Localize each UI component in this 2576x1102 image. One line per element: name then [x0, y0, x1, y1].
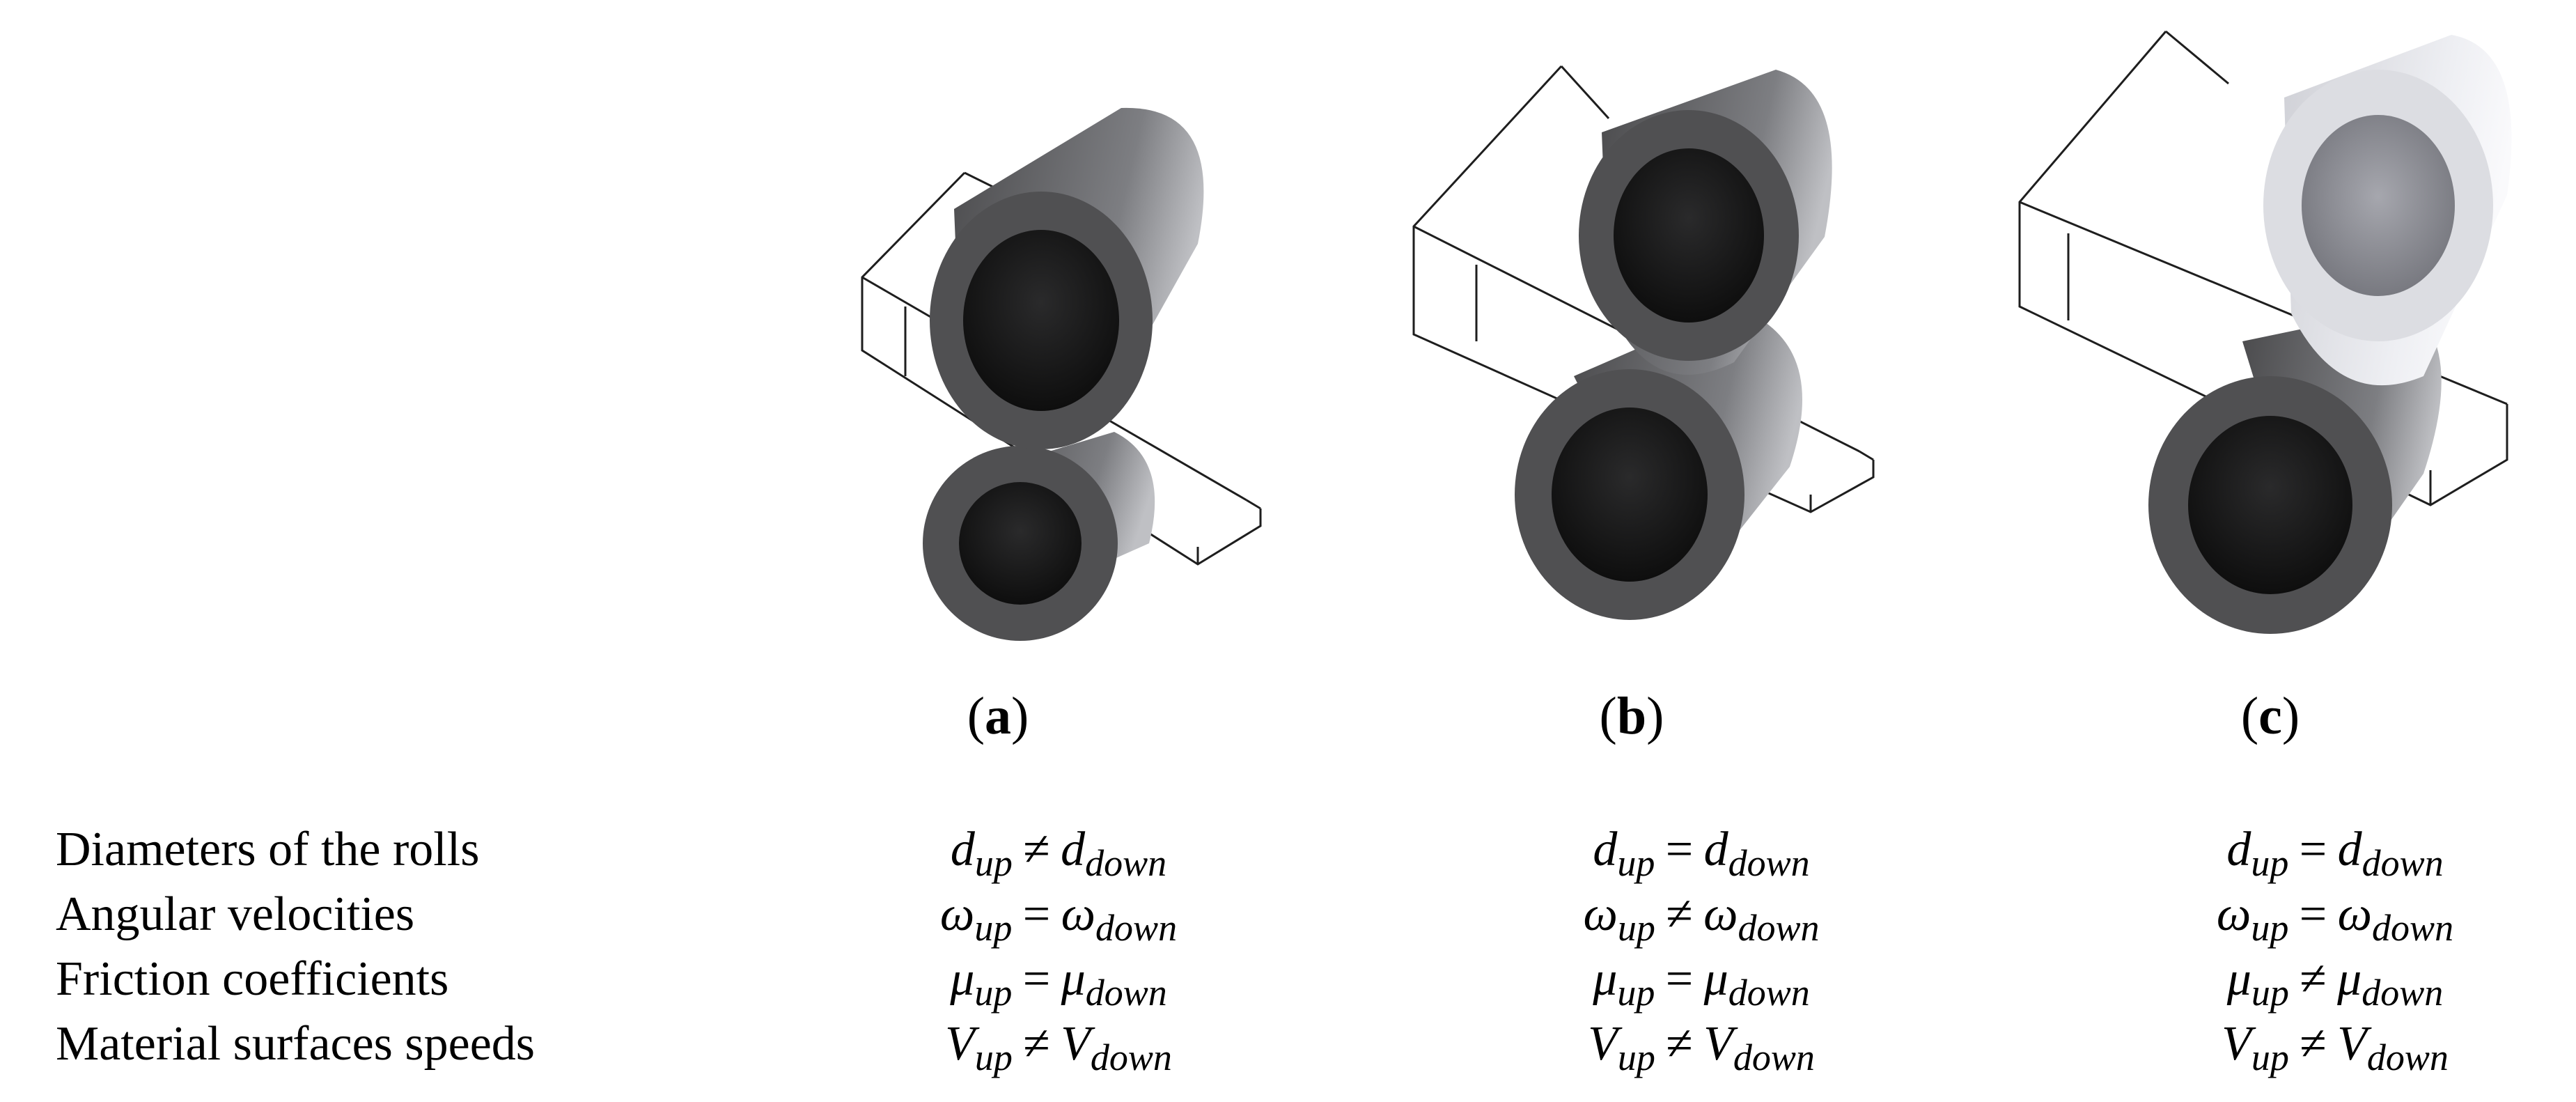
caption-a: (a) — [967, 687, 1029, 745]
formula-c-diameters: dup=ddown — [2226, 823, 2444, 885]
row-label-diameters: Diameters of the rolls — [56, 823, 480, 876]
formula-b-surface-speeds: Vup≠Vdown — [1588, 1017, 1815, 1079]
formula-b-angular-velocities: ωup≠ωdown — [1583, 887, 1820, 949]
row-label-surface-speeds: Material surfaces speeds — [56, 1017, 536, 1071]
formula-c-friction: μup≠μdown — [2226, 952, 2444, 1014]
formula-c-surface-speeds: Vup≠Vdown — [2222, 1017, 2449, 1079]
lower-roll — [1515, 306, 1802, 620]
row-label-friction-coefficients: Friction coefficients — [56, 952, 449, 1006]
roll-setup-b — [1412, 65, 1875, 620]
panel-a-illustration — [710, 14, 1407, 683]
panel-c-illustration — [1950, 14, 2576, 683]
caption-b: (b) — [1599, 687, 1664, 745]
row-label-angular-velocities: Angular velocities — [56, 887, 415, 941]
roll-setup-c — [2018, 30, 2512, 634]
formula-b-diameters: dup=ddown — [1593, 823, 1810, 885]
formula-a-angular-velocities: ωup=ωdown — [939, 887, 1178, 949]
roll-setup-a — [861, 107, 1262, 641]
caption-c: (c) — [2240, 687, 2300, 745]
formula-c-angular-velocities: ωup=ωdown — [2216, 887, 2454, 949]
panel-b-illustration — [1344, 14, 2040, 683]
upper-roll — [930, 107, 1204, 449]
formula-a-diameters: dup≠ddown — [950, 823, 1167, 885]
formula-a-friction: μup=μdown — [950, 952, 1167, 1014]
upper-roll — [2263, 35, 2512, 386]
formula-b-friction: μup=μdown — [1593, 952, 1810, 1014]
formula-a-surface-speeds: Vup≠Vdown — [945, 1017, 1172, 1079]
lower-roll — [923, 432, 1155, 641]
upper-roll — [1579, 70, 1832, 375]
